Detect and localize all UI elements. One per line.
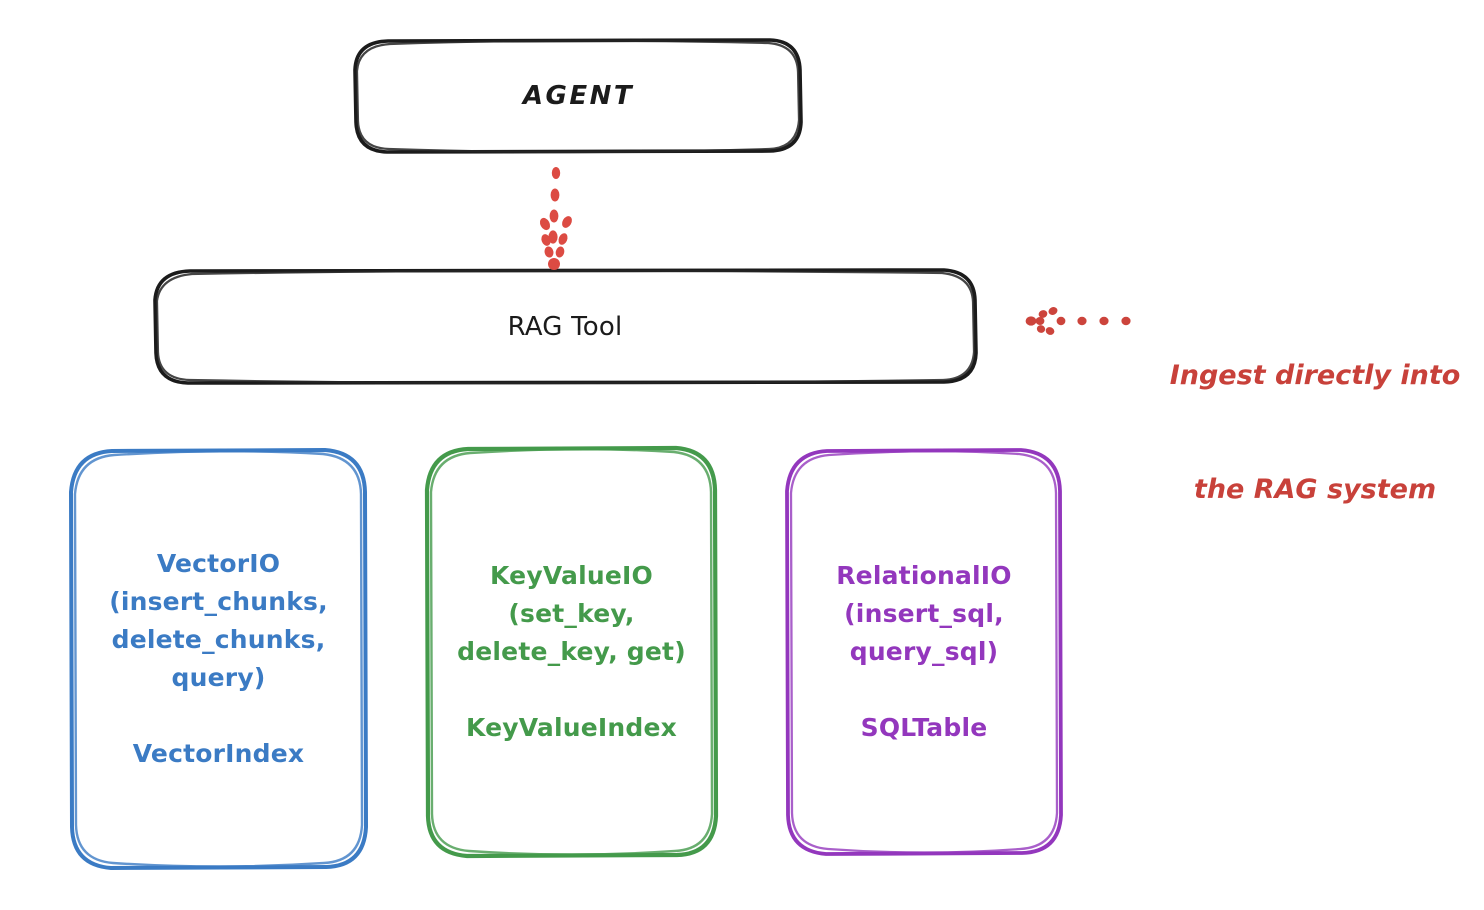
vector-io-line-4: query) (171, 663, 266, 692)
relational-io-line-3: query_sql) (849, 637, 999, 666)
relational-io-node-label: RelationalIO (insert_sql, query_sql) SQL… (788, 450, 1060, 854)
relational-io-line-2: (insert_sql, (844, 599, 1004, 628)
vector-io-node-label: VectorIO (insert_chunks, delete_chunks, … (72, 450, 365, 868)
ingest-annotation: Ingest directly into the RAG system (1150, 281, 1480, 585)
agent-node-text: AGENT (522, 81, 635, 111)
key-value-io-line-1: KeyValueIO (490, 561, 653, 590)
relational-io-table-text: SQLTable (860, 713, 988, 742)
rag-tool-node-label: RAG Tool (155, 270, 975, 383)
vector-io-line-1: VectorIO (156, 549, 281, 578)
vector-io-line-2: (insert_chunks, (109, 587, 328, 616)
key-value-io-line-spacer (567, 671, 576, 709)
rag-tool-node-text: RAG Tool (507, 311, 623, 342)
edge-annotation-to-rag-tool (1025, 307, 1131, 335)
vector-io-line-3: delete_chunks, (111, 625, 326, 654)
key-value-io-node-label: KeyValueIO (set_key, delete_key, get) Ke… (428, 448, 715, 856)
key-value-io-index-text: KeyValueIndex (465, 713, 678, 742)
vector-io-line-spacer (214, 697, 223, 735)
key-value-io-line-3: delete_key, get) (457, 637, 686, 666)
ingest-annotation-line-1: Ingest directly into (1169, 360, 1461, 391)
edge-agent-to-rag-tool (539, 167, 572, 270)
vector-io-index-text: VectorIndex (132, 739, 305, 768)
key-value-io-line-2: (set_key, (508, 599, 635, 628)
ingest-annotation-line-2: the RAG system (1193, 474, 1437, 505)
relational-io-line-spacer (920, 671, 929, 709)
relational-io-line-1: RelationalIO (836, 561, 1012, 590)
agent-node-label: AGENT (355, 40, 802, 152)
